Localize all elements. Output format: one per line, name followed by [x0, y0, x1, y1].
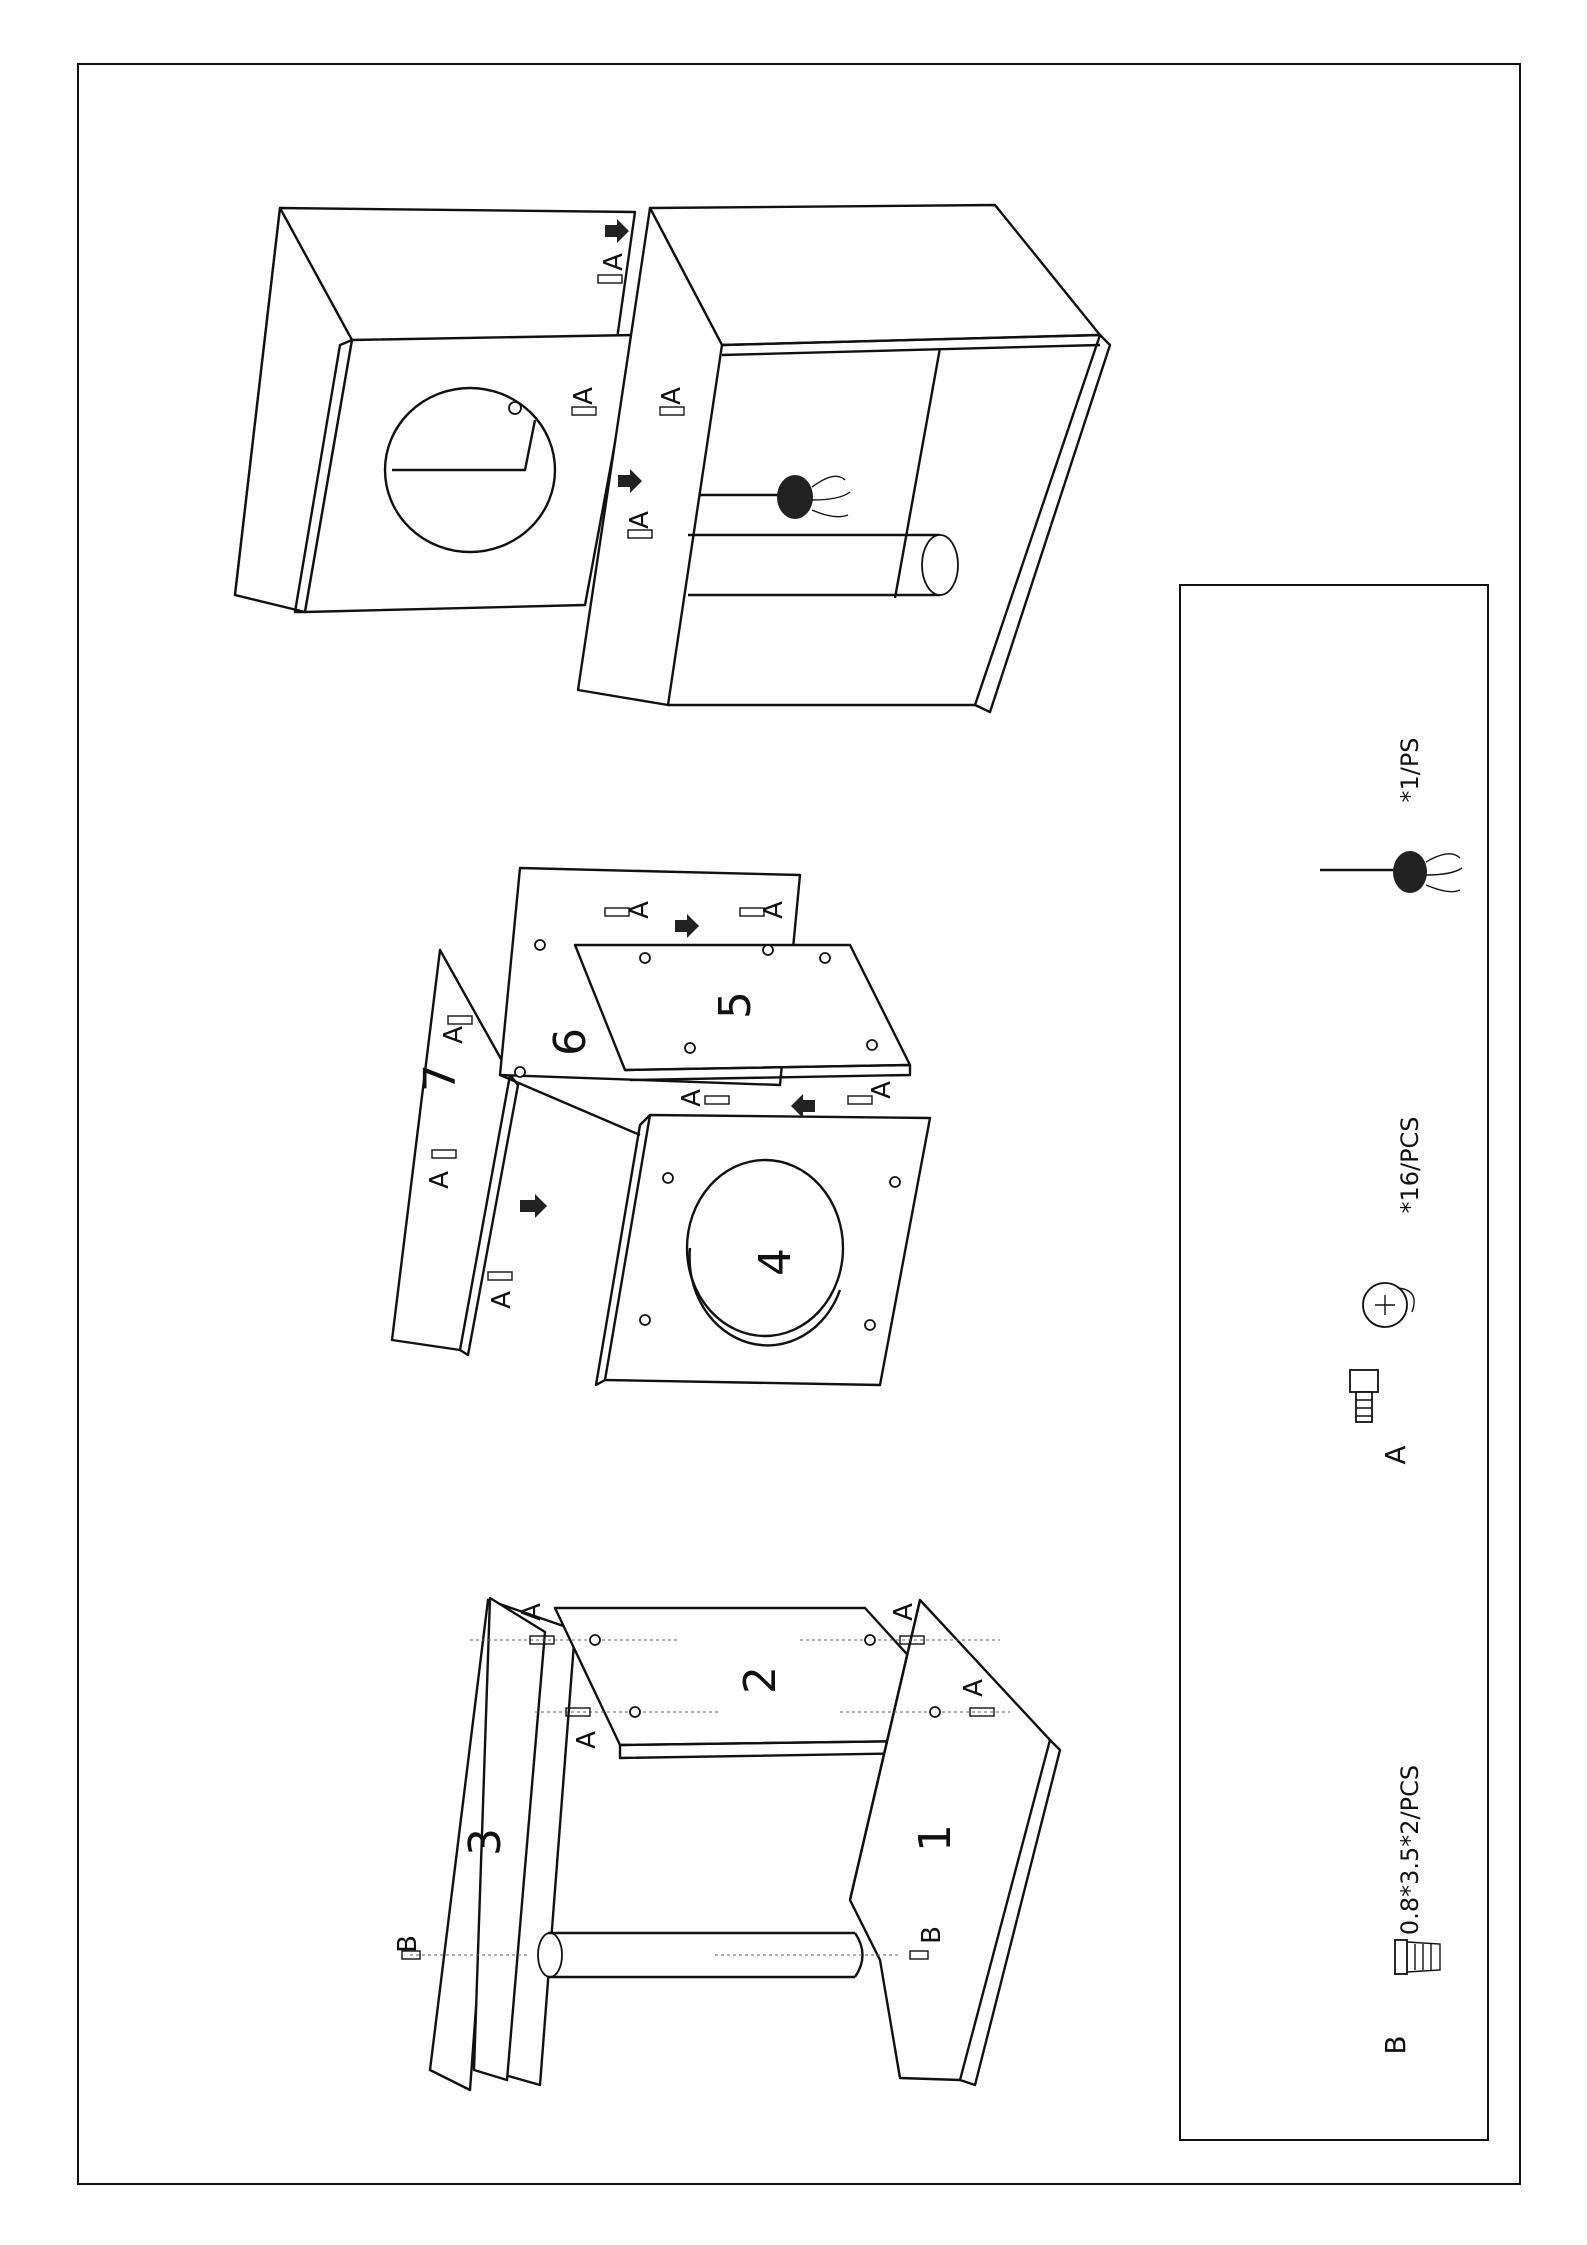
label-fastener-a: A: [625, 511, 655, 529]
label-fastener-b: B: [393, 1935, 423, 1953]
label-fastener-a: A: [959, 1679, 989, 1697]
label-part-2: 2: [735, 1666, 786, 1694]
hardware-a-spec: *16/PCS: [1396, 1116, 1424, 1213]
step-1-drawing: 3 2 1 A A A A B B: [393, 1598, 1060, 2090]
label-fastener-a: A: [569, 387, 599, 405]
lower-box-top: [650, 205, 1100, 345]
pompom-toy-icon: [1320, 851, 1462, 893]
label-fastener-a: A: [625, 901, 655, 919]
panel-4-cutout: [687, 1160, 843, 1336]
label-part-1: 1: [910, 1824, 961, 1852]
label-part-4: 4: [750, 1248, 801, 1276]
label-fastener-a: A: [487, 1291, 517, 1309]
label-part-6: 6: [545, 1028, 596, 1056]
post-top: [538, 1933, 562, 1977]
hardware-b-spec: 0.8*3.5*2/PCS: [1396, 1765, 1424, 1935]
label-fastener-a: A: [889, 1603, 919, 1621]
label-fastener-a: A: [599, 253, 629, 271]
label-fastener-a: A: [425, 1171, 455, 1189]
hardware-legend: B 0.8*3.5*2/PCS A *16/PCS *1/PS: [1180, 585, 1488, 2140]
cam-lock-icon: [1350, 1283, 1414, 1422]
label-fastener-a: A: [439, 1026, 469, 1044]
hardware-toy-spec: *1/PS: [1396, 737, 1424, 802]
hardware-b-letter: B: [1379, 2035, 1412, 2054]
lower-box-right: [975, 335, 1110, 712]
label-fastener-a: A: [867, 1081, 897, 1099]
label-fastener-b: B: [917, 1926, 947, 1944]
label-part-5: 5: [710, 991, 761, 1019]
label-part-7: 7: [415, 1064, 466, 1092]
hardware-legend-box: [1180, 585, 1488, 2140]
label-fastener-a: A: [657, 387, 687, 405]
label-fastener-a: A: [572, 1731, 602, 1749]
label-fastener-a: A: [759, 901, 789, 919]
pompom-toy-icon: [777, 475, 813, 519]
step-3-drawing: A A A A: [235, 205, 1110, 712]
step-2-drawing: 7 6 5 4 A A A A A A A: [392, 868, 930, 1385]
screw-icon: [1395, 1940, 1440, 1974]
hardware-a-letter: A: [1379, 1445, 1412, 1464]
label-fastener-a: A: [677, 1089, 707, 1107]
label-fastener-a: A: [517, 1603, 547, 1621]
label-part-3: 3: [460, 1828, 511, 1856]
